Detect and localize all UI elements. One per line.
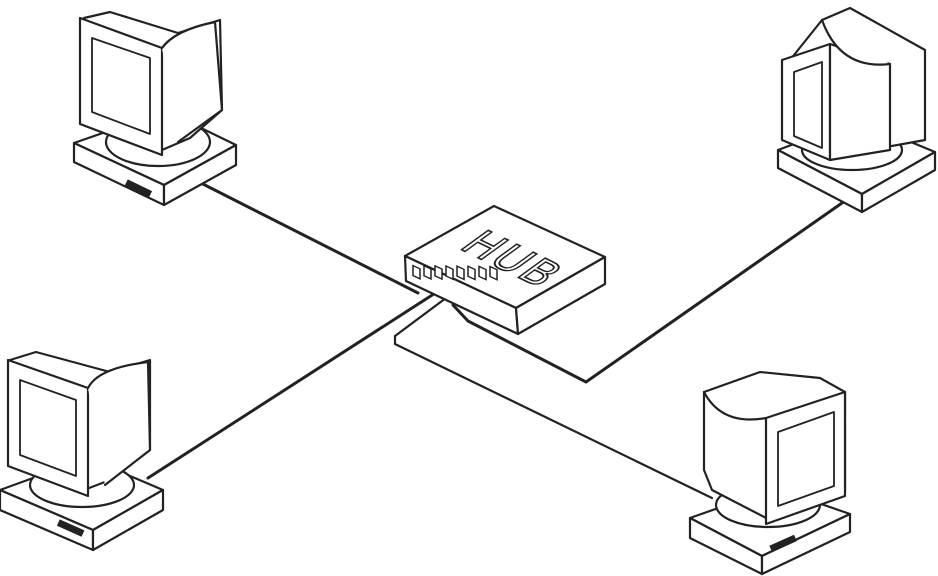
monitor-top-curve [702,390,768,421]
computer-top-right [776,6,937,214]
drive-slot [56,519,85,537]
monitor-top-curve [160,20,224,144]
computer-base-side [760,512,852,576]
monitor-screen [91,37,151,135]
drive-slot [124,179,153,198]
computer-base-side [91,488,165,552]
cables [146,178,854,500]
hub-port [423,264,432,281]
hub-ports [412,264,498,281]
computer-base-side [162,143,238,207]
drive-slot [769,534,797,553]
monitor-top-curve [820,18,892,66]
hub-port [445,264,454,281]
cable-top-left [193,178,420,295]
cable-top-right [451,194,854,384]
cable-bottom-right [393,296,714,500]
monitor-top-curve [86,360,152,487]
hub: HUB [403,204,607,336]
hub-port [489,265,498,281]
computer-base-side [860,150,937,214]
hub-port [478,265,487,281]
hub-side [514,255,607,336]
computer-top-left [72,10,238,207]
hub-port [412,264,421,280]
computer-bottom-right [688,370,852,576]
hub-port [467,265,476,281]
hub-port [456,265,465,281]
monitor-screen [777,411,835,507]
computer-bottom-left [0,350,165,552]
monitor-screen [793,61,823,149]
monitor-screen [19,379,77,477]
cable-bottom-left [146,288,442,480]
hub-port [434,264,443,281]
